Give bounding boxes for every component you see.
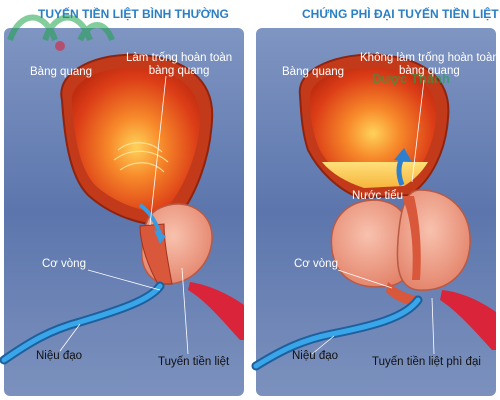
muscle-band	[188, 282, 244, 340]
left-label-bladder: Bàng quang	[30, 66, 93, 78]
right-panel	[251, 28, 496, 396]
urethra-tube	[253, 297, 421, 369]
left-label-prostate: Tuyến tiền liệt	[158, 356, 230, 368]
watermark-logo	[7, 14, 115, 51]
urethra-tube	[1, 283, 163, 363]
left-label-urethra: Niệu đạo	[36, 350, 83, 362]
right-label-sphincter: Cơ vòng	[294, 258, 338, 270]
bladder-glow	[113, 142, 169, 173]
left-label-sphincter: Cơ vòng	[42, 258, 86, 270]
right-label-incomplete-emptying: Không làm trống hoàn toàn bàng quang	[360, 52, 499, 78]
left-panel-title: TUYẾN TIỀN LIỆT BÌNH THƯỜNG	[38, 7, 229, 21]
bladder-interior	[71, 67, 201, 212]
right-panel-title: CHỨNG PHÌ ĐẠI TUYẾN TIỀN LIỆT	[302, 7, 499, 21]
right-label-prostate: Tuyến tiền liệt phì đại	[372, 356, 481, 368]
left-label-complete-emptying-line2: bàng quang	[148, 65, 210, 77]
right-leader-lines	[311, 79, 435, 355]
right-label-incomplete-emptying-line1: Không làm trống hoàn toàn	[360, 52, 499, 64]
sphincter-muscle	[386, 282, 420, 306]
compressed-urethra	[402, 196, 421, 280]
left-leader-lines	[59, 75, 189, 355]
right-label-bladder: Bàng quang	[282, 66, 345, 78]
urine-flow-arrow	[138, 203, 162, 235]
right-label-urine: Nước tiểu	[352, 190, 404, 202]
watermark-text: Dược Thành	[372, 71, 450, 86]
left-label-complete-emptying-line1: Làm trống hoàn toàn	[126, 52, 233, 64]
backflow-arrowhead	[394, 148, 412, 162]
left-panel	[0, 28, 244, 396]
right-label-urethra: Niệu đạo	[292, 350, 339, 362]
muscle-band	[440, 290, 496, 350]
urine-flow-arrowhead	[154, 230, 166, 244]
left-label-complete-emptying: Làm trống hoàn toàn bàng quang	[126, 52, 232, 78]
right-label-incomplete-emptying-line2: bàng quang	[398, 65, 460, 77]
